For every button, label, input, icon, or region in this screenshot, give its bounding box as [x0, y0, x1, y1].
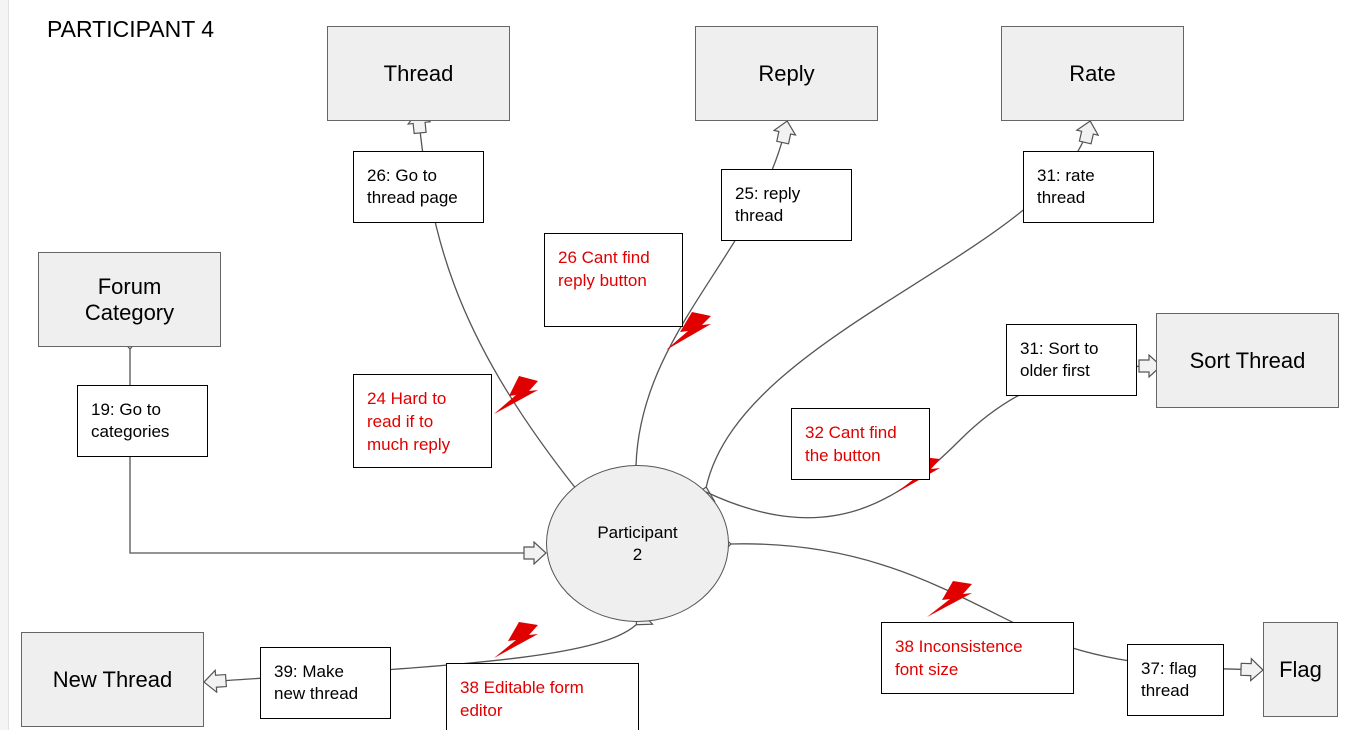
- screen-rate[interactable]: Rate: [1001, 26, 1184, 121]
- issue-label: 38 Editable form editor: [460, 678, 584, 720]
- issue-inconsistence-font[interactable]: 38 Inconsistence font size: [881, 622, 1074, 694]
- screen-label: Sort Thread: [1189, 347, 1306, 373]
- action-label: 25: reply thread: [735, 184, 801, 225]
- page-title: PARTICIPANT 4: [47, 16, 215, 42]
- issue-editable-form[interactable]: 38 Editable form editor: [446, 663, 639, 730]
- action-go-categories[interactable]: 19: Go to categories: [77, 385, 208, 457]
- screen-reply[interactable]: Reply: [695, 26, 878, 121]
- action-label: 26: Go to thread page: [367, 166, 458, 207]
- issue-cant-find-button[interactable]: 32 Cant find the button: [791, 408, 930, 480]
- issue-label: 26 Cant find reply button: [558, 248, 650, 290]
- action-label: 37: flag thread: [1141, 659, 1197, 700]
- screen-label: Flag: [1279, 656, 1322, 682]
- issue-hard-to-read[interactable]: 24 Hard to read if to much reply: [353, 374, 492, 468]
- action-label: 19: Go to categories: [91, 400, 170, 441]
- lightning-icon: [666, 312, 711, 350]
- screen-new-thread[interactable]: New Thread: [21, 632, 204, 727]
- action-label: 39: Make new thread: [274, 662, 359, 703]
- screen-flag[interactable]: Flag: [1263, 622, 1338, 717]
- action-go-thread[interactable]: 26: Go to thread page: [353, 151, 484, 223]
- screen-thread[interactable]: Thread: [327, 26, 510, 121]
- lightning-icon: [494, 376, 538, 414]
- participant-node[interactable]: Participant 2: [546, 465, 729, 622]
- page-left-edge: [0, 0, 9, 730]
- issue-cant-find-reply[interactable]: 26 Cant find reply button: [544, 233, 683, 327]
- action-sort-older[interactable]: 31: Sort to older first: [1006, 324, 1137, 396]
- screen-label: Forum Category: [84, 273, 175, 325]
- lightning-icon: [927, 581, 972, 617]
- issue-label: 24 Hard to read if to much reply: [367, 389, 451, 454]
- screen-label: Rate: [1069, 60, 1116, 86]
- issue-label: 32 Cant find the button: [805, 423, 897, 465]
- action-make-thread[interactable]: 39: Make new thread: [260, 647, 391, 719]
- issue-label: 38 Inconsistence font size: [895, 637, 1023, 679]
- screen-label: New Thread: [52, 666, 173, 692]
- participant-label: Participant 2: [597, 522, 678, 564]
- screen-label: Thread: [383, 60, 454, 86]
- action-flag-thread[interactable]: 37: flag thread: [1127, 644, 1224, 716]
- lightning-icon: [494, 622, 538, 658]
- screen-label: Reply: [758, 60, 815, 86]
- screen-sort-thread[interactable]: Sort Thread: [1156, 313, 1339, 408]
- action-label: 31: rate thread: [1037, 166, 1095, 207]
- action-rate-thread[interactable]: 31: rate thread: [1023, 151, 1154, 223]
- screen-forum-category[interactable]: Forum Category: [38, 252, 221, 347]
- action-reply-thread[interactable]: 25: reply thread: [721, 169, 852, 241]
- action-label: 31: Sort to older first: [1020, 339, 1099, 380]
